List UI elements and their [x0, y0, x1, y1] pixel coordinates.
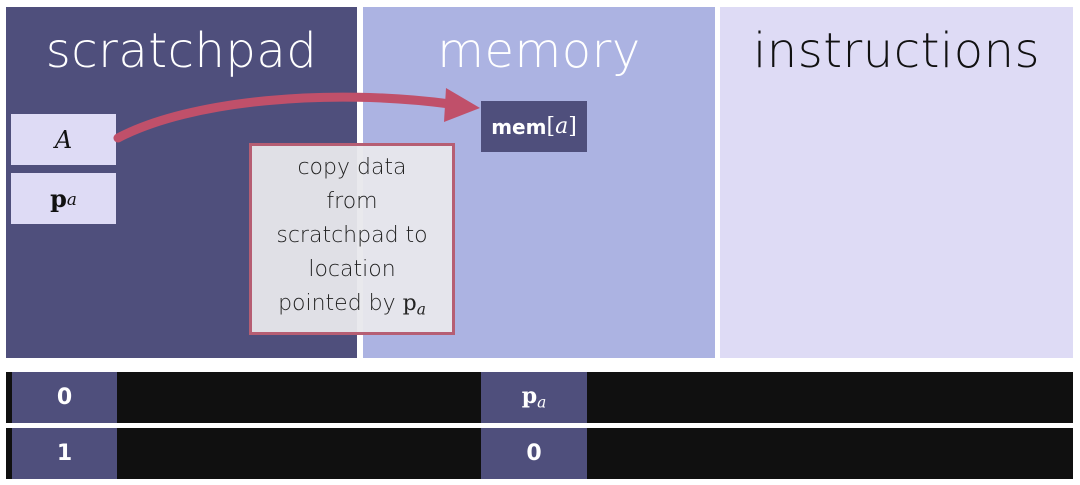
scratchpad-register-a: A	[11, 114, 116, 165]
register-pa-symbol: p	[50, 184, 67, 213]
instruction-row-mid-cell: 0	[481, 428, 587, 479]
instruction-row: 0 pa	[6, 372, 1073, 423]
callout-line: copy data	[297, 155, 407, 181]
copy-callout: copy data from scratchpad to location po…	[249, 143, 455, 335]
scratchpad-title: scratchpad	[45, 23, 318, 79]
memory-cell-close-bracket: ]	[568, 114, 577, 139]
instructions-panel: instructions	[720, 7, 1073, 358]
instruction-row: 1 0	[6, 428, 1073, 479]
callout-last-line: pointed by pa	[278, 287, 426, 327]
instruction-row-left-cell: 1	[12, 428, 117, 479]
arrow-head	[444, 88, 480, 122]
memory-title: memory	[437, 23, 641, 79]
instruction-row-mid-cell: pa	[481, 372, 587, 423]
memory-cell-open-bracket: [	[546, 114, 556, 139]
callout-line: pointed by	[278, 291, 396, 317]
memory-cell: mem[a]	[481, 101, 587, 152]
instruction-mid-symbol: p	[521, 383, 538, 410]
register-pa-subscript: a	[66, 188, 77, 209]
callout-subscript: a	[416, 300, 426, 319]
register-a-symbol: A	[54, 125, 73, 154]
memory-cell-prefix: mem	[491, 114, 547, 139]
callout-symbol: p	[402, 291, 417, 317]
instruction-row-left-cell: 0	[12, 372, 117, 423]
instructions-title: instructions	[752, 23, 1041, 79]
callout-line: location	[308, 257, 396, 283]
arrow-stroke	[113, 92, 455, 143]
memory-cell-index: a	[555, 114, 569, 139]
instruction-mid-subscript: a	[537, 393, 547, 412]
callout-line: scratchpad to	[276, 223, 428, 249]
callout-line: from	[326, 189, 378, 215]
